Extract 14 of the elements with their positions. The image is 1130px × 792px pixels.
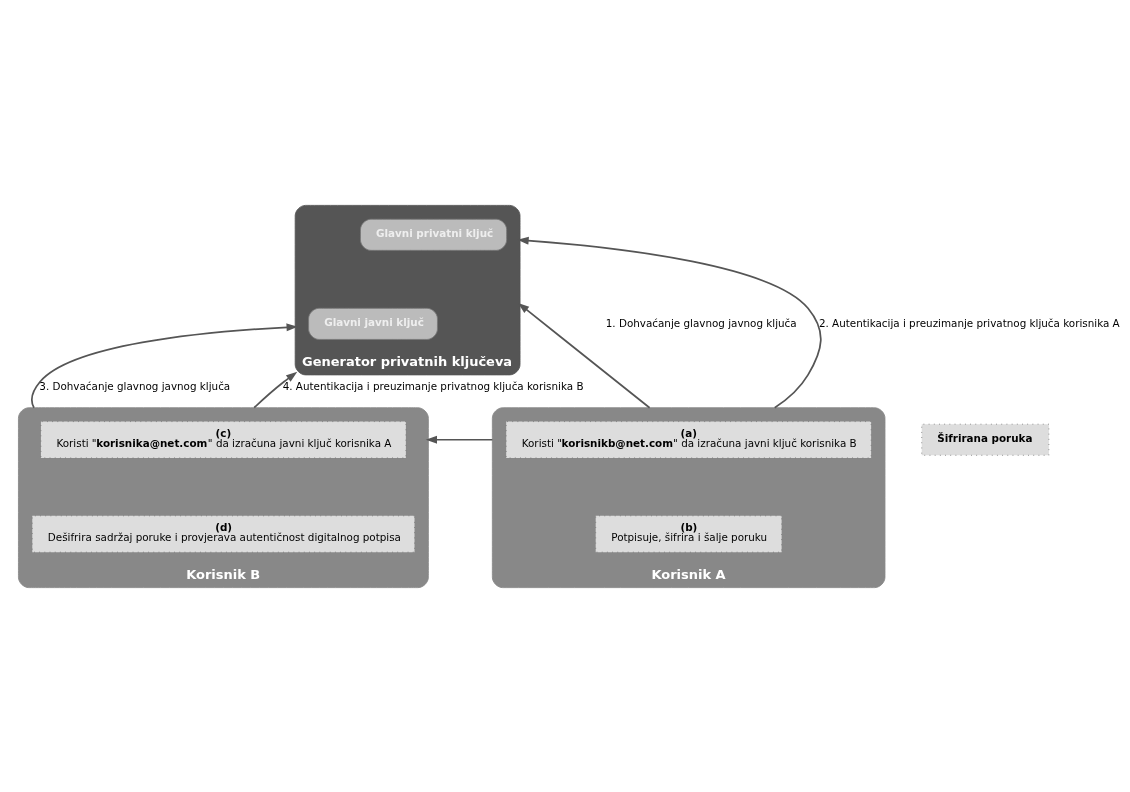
node-box: (a) Koristi "korisnikb@net.com" da izračuna javni ključ korisnika B: [505, 420, 872, 458]
arrow: [518, 302, 651, 409]
edge-label: 3. Dohvaćanje glavnog javnog ključa: [39, 379, 231, 392]
arrow: [30, 322, 298, 409]
arrow: [517, 236, 822, 409]
node-box: (d) Dešifrira sadržaj poruke i provjerava autentičnost digitalnog potpisa: [31, 514, 415, 553]
edge-label: 2. Autentikacija i preuzimanje privatnog ključa korisnika A: [818, 316, 1120, 329]
node-box: (c) Koristi "korisnika@net.com" da izračuna javni ključ korisnika A: [40, 420, 407, 458]
edge-label: 4. Autentikacija i preuzimanje privatnog ključa korisnika B: [282, 379, 584, 392]
arrow: [253, 371, 298, 409]
node-box: (b) Potpisuje, šifrira i šalje poruku: [595, 514, 783, 553]
node-box: Šifrirana poruka: [921, 423, 1050, 456]
edge-label: 1. Dohvaćanje glavnog javnog ključa: [605, 316, 797, 329]
arrow: [425, 435, 494, 444]
